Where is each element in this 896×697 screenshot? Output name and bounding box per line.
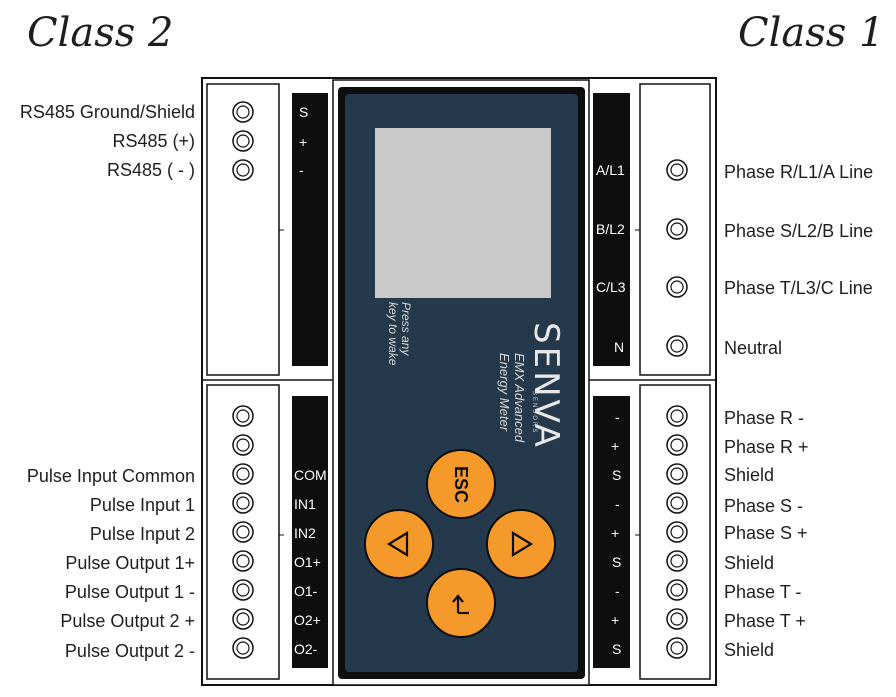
enter-button[interactable]: [426, 568, 496, 638]
label-rs485-minus: RS485 ( - ): [106, 160, 195, 180]
screw-icon: [232, 405, 254, 427]
label-phase-r-plus: Phase R +: [724, 437, 809, 457]
label-phase-t-minus: Phase T -: [724, 582, 802, 602]
label-shield-t: Shield: [724, 640, 775, 660]
label-shield-r: Shield: [724, 465, 775, 485]
label-phase-r-line: Phase R/L1/A Line: [724, 162, 874, 182]
terminal-label: S: [612, 554, 622, 570]
terminal-label: A/L1: [596, 162, 625, 178]
left-arrow-icon: [386, 531, 409, 557]
label-pulse-output-2-minus: Pulse Output 2 -: [64, 641, 195, 661]
terminal-label: C/L3: [596, 279, 626, 295]
label-phase-s-line: Phase S/L2/B Line: [724, 221, 874, 241]
label-pulse-input-2: Pulse Input 2: [89, 524, 195, 544]
terminal-label: IN2: [294, 525, 316, 541]
terminal-label: S: [299, 104, 309, 120]
terminal-label: -: [299, 162, 304, 178]
label-pulse-input-common: Pulse Input Common: [26, 466, 195, 486]
label-phase-s-plus: Phase S +: [724, 523, 808, 543]
screw-icon: [232, 492, 254, 514]
terminal-label: COM: [294, 467, 327, 483]
screw-icon: [232, 463, 254, 485]
terminal-label: O1-: [294, 583, 318, 599]
screw-icon: [232, 550, 254, 572]
wake-hint: Press any key to wake: [386, 302, 413, 366]
terminal-label: +: [611, 525, 620, 541]
terminal-label: S: [612, 467, 622, 483]
product-name: EMX Advanced Energy Meter: [497, 353, 527, 443]
screw-icon: [232, 521, 254, 543]
label-phase-t-plus: Phase T +: [724, 611, 806, 631]
label-phase-s-minus: Phase S -: [724, 496, 804, 516]
label-rs485-plus: RS485 (+): [112, 131, 195, 151]
lcd-screen: [375, 128, 551, 298]
esc-button-label: ESC: [451, 465, 472, 503]
screw-icon: [666, 492, 688, 514]
brand-subtitle: SENSORS: [531, 391, 537, 435]
screw-icon: [232, 579, 254, 601]
terminal-label: -: [615, 583, 620, 599]
label-pulse-output-1-plus: Pulse Output 1+: [65, 553, 195, 573]
label-pulse-output-1-minus: Pulse Output 1 -: [64, 582, 195, 602]
screw-icon: [666, 335, 688, 357]
terminal-label: S: [612, 641, 622, 657]
terminal-label: B/L2: [596, 221, 625, 237]
enter-arrow-icon: [452, 594, 469, 615]
screw-icon: [666, 637, 688, 659]
label-phase-t-line: Phase T/L3/C Line: [724, 278, 873, 298]
screw-icon: [666, 550, 688, 572]
label-pulse-input-1: Pulse Input 1: [89, 495, 195, 515]
screw-icon: [666, 463, 688, 485]
terminal-label: -: [615, 496, 620, 512]
screw-icon: [666, 405, 688, 427]
screw-icon: [232, 434, 254, 456]
screw-icon: [232, 608, 254, 630]
screw-icon: [666, 579, 688, 601]
label-phase-r-minus: Phase R -: [724, 408, 805, 428]
terminal-label: O2-: [294, 641, 318, 657]
screw-icon: [232, 637, 254, 659]
screw-icon: [666, 434, 688, 456]
right-arrow-icon: [511, 531, 534, 557]
screw-icon: [666, 276, 688, 298]
terminal-label: O1+: [294, 554, 321, 570]
label-pulse-output-2-plus: Pulse Output 2 +: [60, 611, 195, 631]
screw-icon: [232, 101, 254, 123]
terminal-label: +: [611, 438, 620, 454]
label-rs485-shield: RS485 Ground/Shield: [19, 102, 195, 122]
screw-icon: [666, 218, 688, 240]
terminal-label: -: [615, 409, 620, 425]
terminal-label: +: [299, 134, 308, 150]
screw-icon: [232, 130, 254, 152]
screw-icon: [666, 608, 688, 630]
screw-icon: [666, 521, 688, 543]
screw-icon: [666, 159, 688, 181]
class-1-title: Class 1: [738, 10, 885, 56]
label-neutral: Neutral: [724, 338, 783, 358]
right-button[interactable]: [486, 509, 556, 579]
terminal-label: IN1: [294, 496, 316, 512]
label-shield-s: Shield: [724, 553, 775, 573]
class-2-title: Class 2: [27, 10, 174, 56]
esc-button[interactable]: ESC: [426, 449, 496, 519]
left-button[interactable]: [364, 509, 434, 579]
screw-icon: [232, 159, 254, 181]
terminal-label: +: [611, 612, 620, 628]
terminal-label: N: [614, 339, 625, 355]
terminal-label: O2+: [294, 612, 321, 628]
